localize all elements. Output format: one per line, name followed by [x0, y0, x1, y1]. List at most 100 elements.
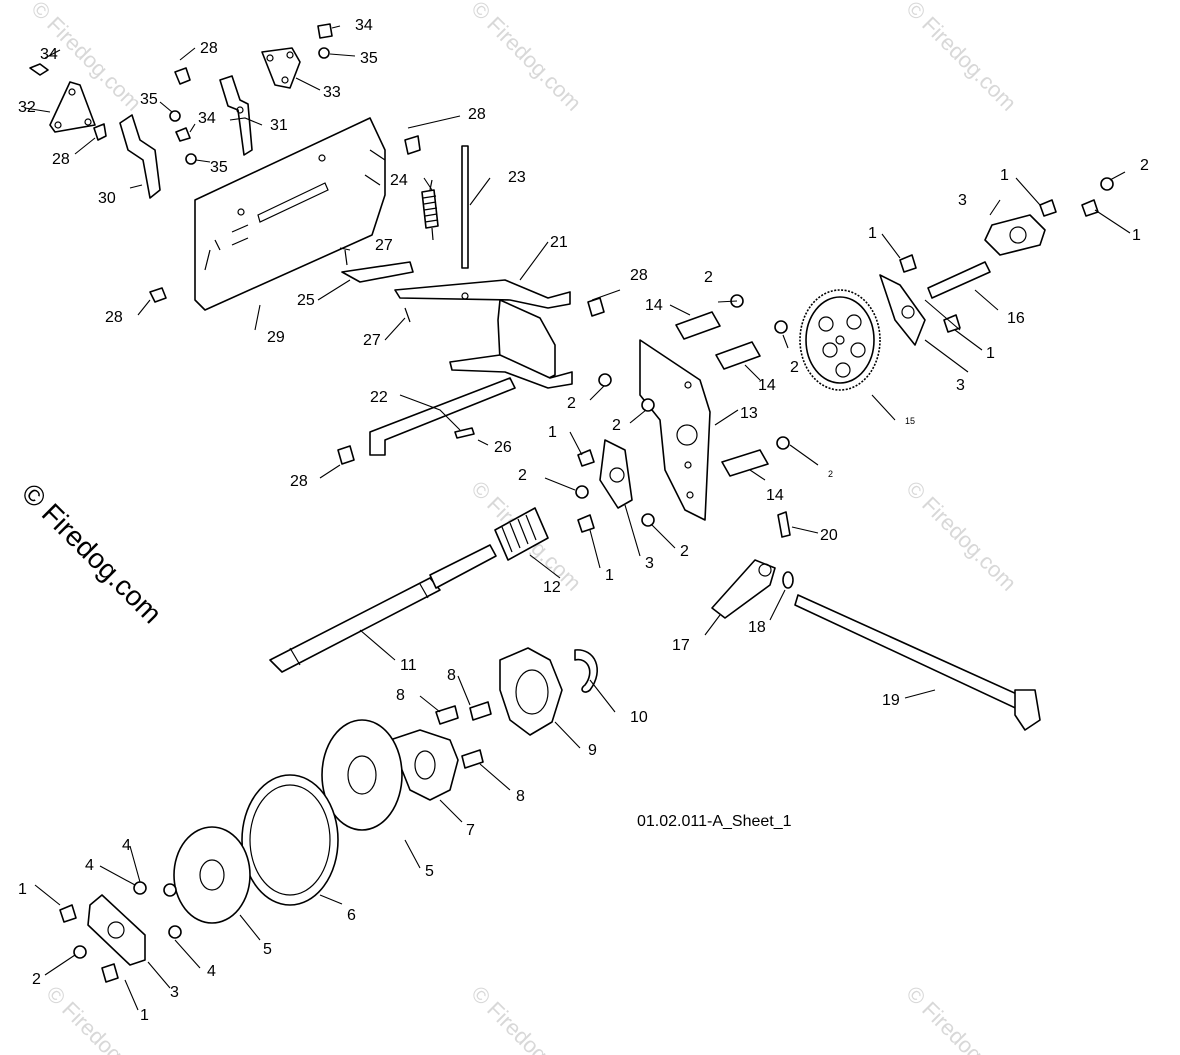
callout-14: 14	[645, 297, 663, 314]
callout-34: 34	[40, 46, 58, 63]
callout-1: 1	[1000, 167, 1009, 184]
callout-24: 24	[390, 172, 408, 189]
watermark: © Firedog.com	[466, 981, 586, 1055]
callout-4: 4	[122, 837, 131, 854]
callout-15: 15	[905, 416, 915, 426]
callout-2: 2	[567, 395, 576, 412]
part-29-plate	[194, 117, 386, 311]
callout-26: 26	[494, 439, 512, 456]
leader-lines	[24, 25, 1131, 1011]
callout-28: 28	[105, 309, 123, 326]
callout-2: 2	[828, 469, 833, 479]
callout-2: 2	[680, 543, 689, 560]
callout-13: 13	[740, 405, 758, 422]
callout-33: 33	[323, 84, 341, 101]
callout-34: 34	[198, 110, 216, 127]
part-20-pin	[777, 511, 791, 538]
part-30-bracket	[119, 114, 161, 199]
callout-3: 3	[958, 192, 967, 209]
callout-32: 32	[18, 99, 36, 116]
watermark-main: © Firedog.com	[16, 477, 168, 629]
callout-31: 31	[270, 117, 288, 134]
callout-5: 5	[263, 941, 272, 958]
part-27-pin	[344, 249, 411, 323]
part-23-rod	[461, 145, 469, 269]
part-18-washer	[782, 571, 794, 589]
callout-1: 1	[18, 881, 27, 898]
callout-8: 8	[447, 667, 456, 684]
part-22-bracket	[369, 377, 516, 456]
callout-3: 3	[645, 555, 654, 572]
part-15-gear	[799, 289, 881, 391]
callout-2: 2	[790, 359, 799, 376]
callout-2: 2	[518, 467, 527, 484]
watermark: © Firedog.com	[901, 981, 1021, 1055]
part-19-shaft	[794, 594, 1041, 731]
callout-28: 28	[52, 151, 70, 168]
part-3-flange-center	[599, 439, 633, 509]
watermark: © Firedog.com	[901, 476, 1021, 596]
callout-35: 35	[360, 50, 378, 67]
callout-18: 18	[748, 619, 766, 636]
part-12-gear	[494, 507, 549, 561]
callout-2: 2	[612, 417, 621, 434]
callout-1: 1	[986, 345, 995, 362]
callout-21: 21	[550, 234, 568, 251]
sheet-id: 01.02.011-A_Sheet_1	[637, 813, 792, 830]
callout-5: 5	[425, 863, 434, 880]
callout-2: 2	[32, 971, 41, 988]
watermark: © Firedog.com	[466, 0, 586, 116]
callout-4: 4	[207, 963, 216, 980]
callout-8: 8	[516, 788, 525, 805]
callout-1: 1	[140, 1007, 149, 1024]
callout-8: 8	[396, 687, 405, 704]
callout-35: 35	[210, 159, 228, 176]
part-26-pin	[454, 427, 475, 439]
part-31-bracket	[219, 75, 253, 156]
part-3-flange-top	[984, 214, 1046, 256]
part-32-plate	[49, 81, 96, 133]
callout-9: 9	[588, 742, 597, 759]
callout-22: 22	[370, 389, 388, 406]
callout-19: 19	[882, 692, 900, 709]
part-24-spring	[421, 179, 439, 241]
part-5-disc-lower	[173, 826, 251, 924]
callout-16: 16	[1007, 310, 1025, 327]
part-16-shaft	[927, 261, 991, 299]
part-8-bolts	[435, 701, 492, 769]
watermark: © Firedog.com	[901, 0, 1021, 116]
callout-10: 10	[630, 709, 648, 726]
callout-28: 28	[630, 267, 648, 284]
callout-11: 11	[400, 657, 417, 674]
part-17-lever	[711, 559, 776, 619]
callout-labels: 1 2 1 3 1 2 16 1 3 15 14 2 14 13 2 14 20…	[18, 17, 1149, 1024]
fasteners-top-left	[29, 23, 333, 303]
bolt-28	[587, 297, 605, 317]
callout-3: 3	[170, 984, 179, 1001]
callout-1: 1	[868, 225, 877, 242]
callout-2: 2	[704, 269, 713, 286]
callout-1: 1	[548, 424, 557, 441]
callout-28: 28	[200, 40, 218, 57]
fasteners-bottom-left	[59, 881, 182, 983]
part-11-shaft	[269, 544, 497, 673]
part-13-plate	[639, 339, 711, 521]
callout-29: 29	[267, 329, 285, 346]
callout-27: 27	[375, 237, 393, 254]
callout-23: 23	[508, 169, 526, 186]
part-3-flange-bottom	[87, 894, 146, 966]
callout-2: 2	[1140, 157, 1149, 174]
callout-14: 14	[758, 377, 776, 394]
part-14-spacers	[675, 311, 769, 477]
callout-7: 7	[466, 822, 475, 839]
part-5-disc-upper	[321, 719, 403, 831]
callout-4: 4	[85, 857, 94, 874]
callout-14: 14	[766, 487, 784, 504]
callout-12: 12	[543, 579, 561, 596]
callout-34: 34	[355, 17, 373, 34]
callout-25: 25	[297, 292, 315, 309]
part-25-rod	[341, 261, 414, 283]
bolt-28	[337, 445, 355, 465]
callout-28: 28	[290, 473, 308, 490]
